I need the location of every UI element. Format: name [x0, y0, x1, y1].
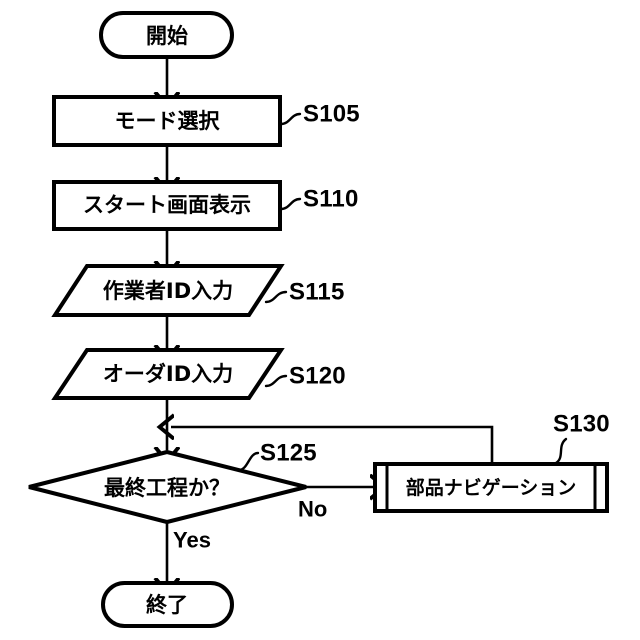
s125-leader-line: [237, 451, 260, 472]
step-label-s115: S115: [264, 279, 345, 306]
mode-select-label: モード選択: [115, 109, 221, 133]
mode-select-shape: [52, 95, 282, 147]
node-mode-select[interactable]: モード選択: [52, 95, 282, 147]
end-label: 終了: [146, 593, 188, 617]
start-screen-label: スタート画面表示: [83, 193, 251, 217]
end-terminator-shape: [101, 581, 234, 628]
parts-navigation-shape: [373, 462, 609, 513]
final-process-decision-shape: [28, 449, 307, 525]
s125-text: S125: [260, 440, 317, 467]
s105-leader-line: [279, 112, 302, 126]
node-order-id-input[interactable]: オーダID入力: [51, 348, 285, 400]
s110-text: S110: [303, 186, 359, 213]
worker-id-input-label: 作業者ID入力: [103, 279, 233, 303]
start-terminator-shape: [99, 11, 234, 59]
s130-leader-line: [554, 437, 568, 465]
node-start-screen[interactable]: スタート画面表示: [52, 180, 282, 231]
step-label-s125: S125: [237, 440, 317, 472]
start-label: 開始: [146, 24, 188, 48]
order-id-input-label: オーダID入力: [103, 362, 233, 386]
s120-leader-line: [264, 374, 288, 388]
s120-text: S120: [289, 363, 346, 390]
order-id-input-shape: [51, 348, 285, 400]
node-end[interactable]: 終了: [101, 581, 234, 628]
s115-leader-line: [264, 290, 288, 304]
final-process-decision-label: 最終工程か？: [104, 476, 230, 500]
branch-label-no: No: [298, 497, 327, 522]
worker-id-input-shape: [51, 264, 285, 317]
s115-text: S115: [289, 279, 345, 306]
s130-text: S130: [553, 411, 610, 438]
s105-text: S105: [303, 101, 360, 128]
connector-layer: [167, 57, 494, 581]
parts-navigation-label: 部品ナビゲーション: [406, 476, 577, 499]
step-label-s120: S120: [264, 363, 346, 390]
step-label-s105: S105: [279, 101, 360, 128]
step-label-s130: S130: [553, 411, 610, 465]
node-parts-navigation[interactable]: 部品ナビゲーション: [373, 462, 609, 513]
node-start[interactable]: 開始: [99, 11, 234, 59]
branch-label-yes: Yes: [173, 528, 211, 553]
edge-parts-navigation-feedback-loop: [171, 427, 494, 463]
node-final-process-decision[interactable]: 最終工程か？: [28, 449, 307, 525]
s110-leader-line: [279, 197, 302, 211]
step-label-s110: S110: [279, 186, 359, 213]
node-worker-id-input[interactable]: 作業者ID入力: [51, 264, 285, 317]
start-screen-shape: [52, 180, 282, 231]
